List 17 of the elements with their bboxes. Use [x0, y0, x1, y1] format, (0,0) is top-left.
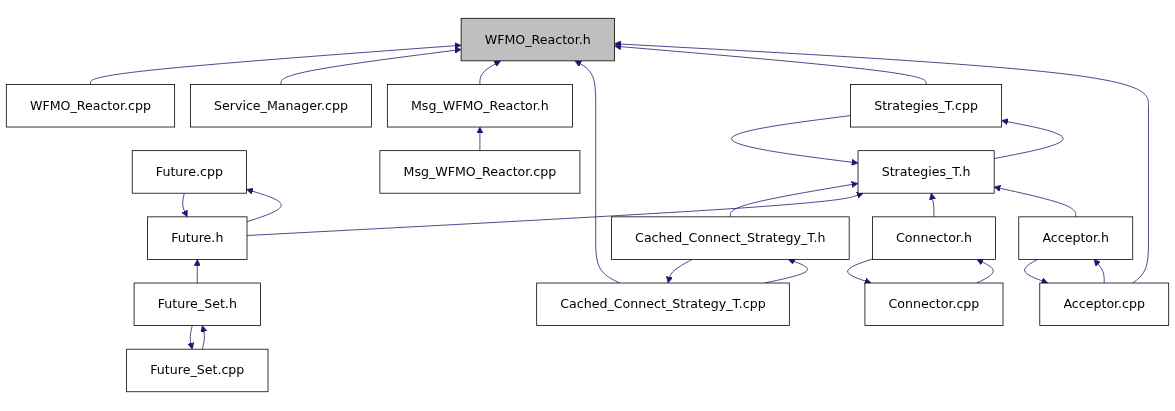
node-box: Cached_Connect_Strategy_T.h — [611, 216, 850, 261]
node-box: Cached_Connect_Strategy_T.cpp — [536, 283, 790, 327]
node-box: Service_Manager.cpp — [190, 84, 372, 128]
node-box: Future.cpp — [131, 150, 247, 195]
node-box: Future_Set.cpp — [126, 349, 269, 393]
node-box: WFMO_Reactor.cpp — [5, 84, 176, 128]
node-box: Msg_WFMO_Reactor.h — [386, 84, 573, 128]
node-box: Strategies_T.cpp — [850, 84, 1003, 128]
node-box: WFMO_Reactor.h — [460, 18, 615, 62]
node-box: Future_Set.h — [133, 283, 261, 327]
node-box: Connector.cpp — [864, 283, 1004, 327]
node-box: Acceptor.h — [1018, 216, 1134, 261]
node-box: Acceptor.cpp — [1039, 283, 1170, 327]
node-box: Connector.h — [872, 216, 996, 261]
node-box: Future.h — [147, 216, 248, 261]
node-box: Strategies_T.h — [857, 150, 995, 195]
node-box: Msg_WFMO_Reactor.cpp — [379, 150, 581, 195]
